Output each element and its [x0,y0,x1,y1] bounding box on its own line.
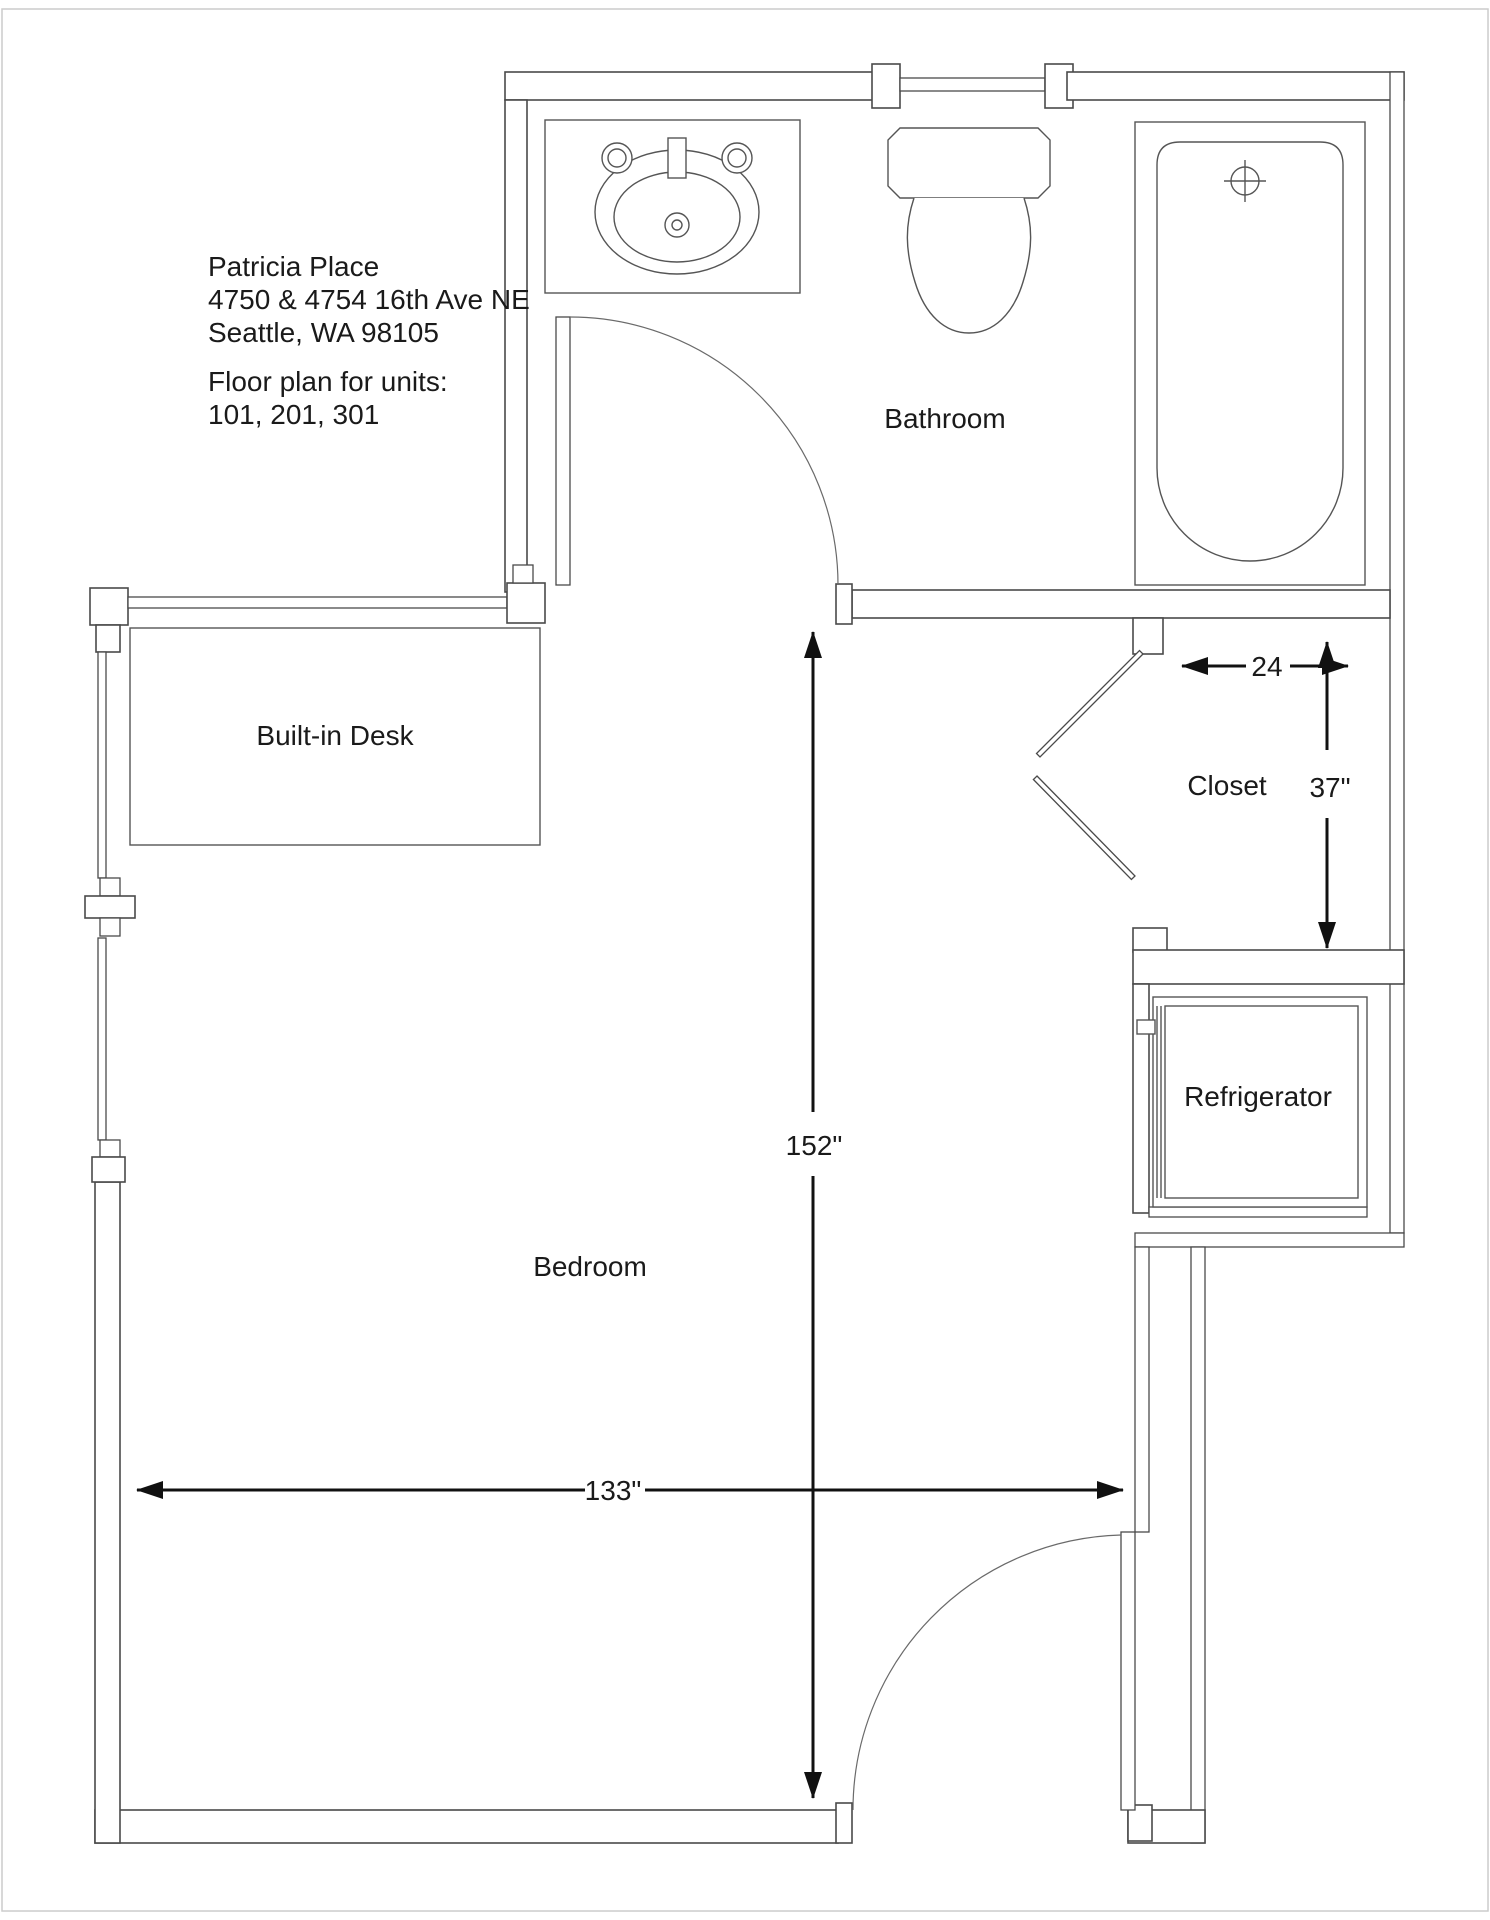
bathroom-door-arc [569,316,839,586]
bathroom-door [555,316,839,586]
street-address: 4750 & 4754 16th Ave NE [208,284,530,315]
refrigerator-box [1136,996,1368,1208]
closet-bifold-door [1032,649,1144,881]
city-state-zip: Seattle, WA 98105 [208,317,439,348]
room-length-label: 152" [786,1130,843,1161]
toilet [887,127,1051,334]
entry-door [852,1531,1136,1811]
closet-width-label: 24 [1251,651,1282,682]
closet-depth-label: 37" [1309,772,1350,803]
closet-label: Closet [1187,770,1267,801]
desk-label: Built-in Desk [256,720,414,751]
room-width-label: 133" [585,1475,642,1506]
page-border [1,8,1489,1912]
address-block: Patricia Place 4750 & 4754 16th Ave NE S… [208,251,530,430]
tub-drain [1224,160,1266,202]
refrigerator-handle [1136,1019,1156,1035]
floor-plan-intro: Floor plan for units: [208,366,448,397]
bedroom-label: Bedroom [533,1251,647,1282]
building-name: Patricia Place [208,251,379,282]
wall-structure [94,63,1405,1844]
unit-numbers: 101, 201, 301 [208,399,379,430]
entry-door-arc [852,1534,1122,1811]
sink-drain [664,212,690,238]
desk-box [129,627,541,846]
refrigerator-label: Refrigerator [1184,1081,1332,1112]
window-wall [84,564,546,1183]
bathroom-sink [544,119,801,294]
sink-faucet [601,137,753,179]
bathtub [1134,121,1366,586]
bathroom-label: Bathroom [884,403,1005,434]
